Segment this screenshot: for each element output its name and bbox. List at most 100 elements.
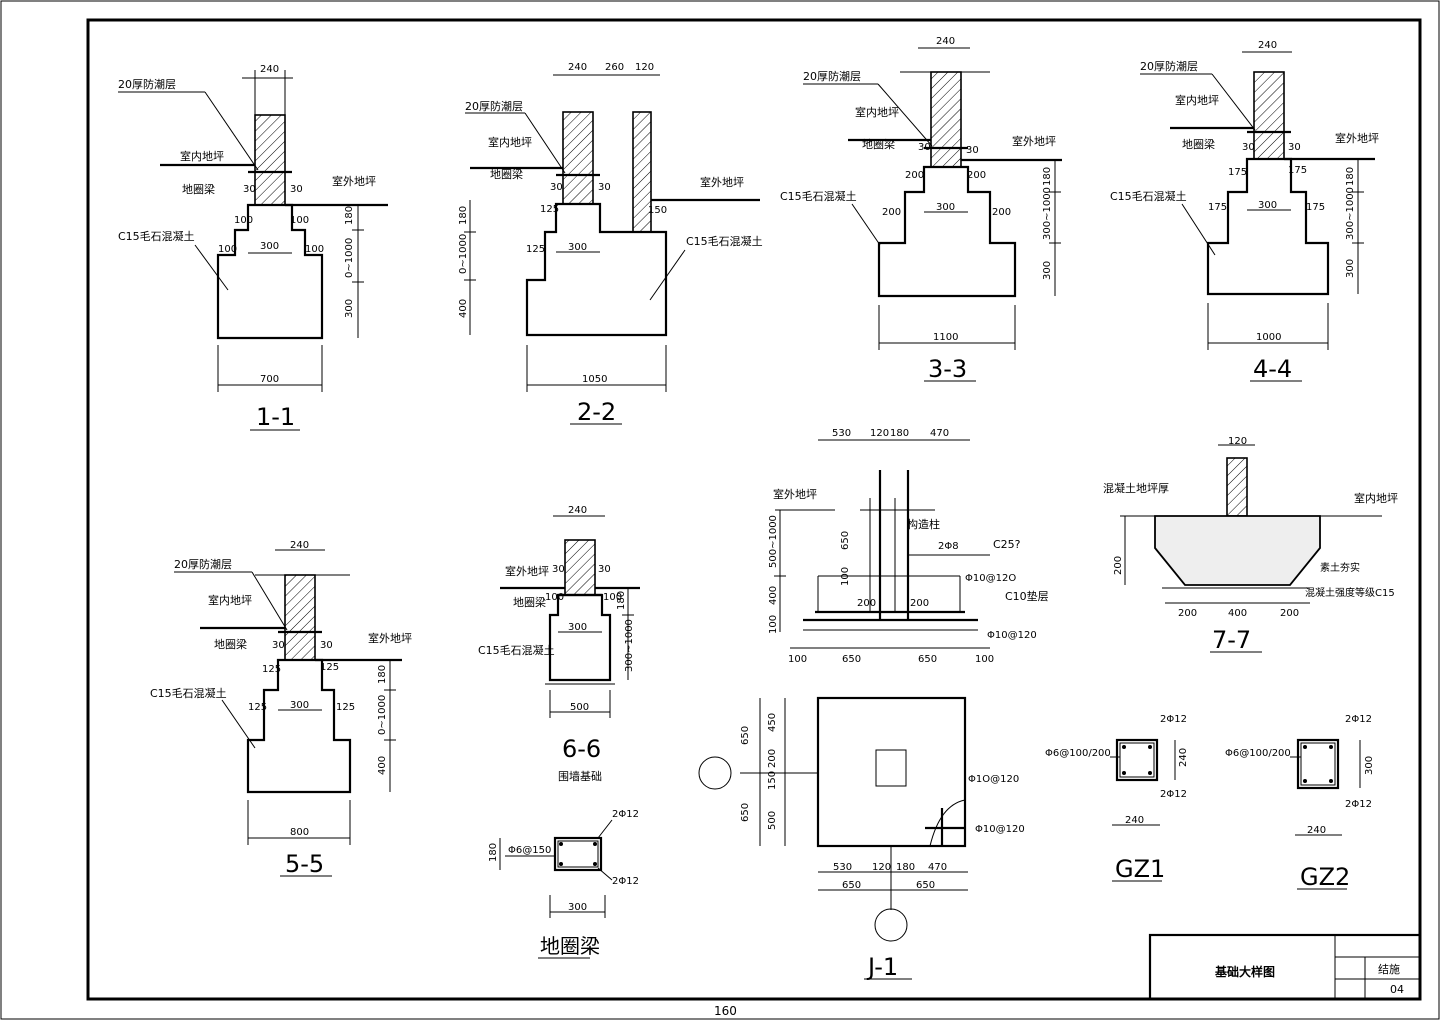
- svg-text:地圈梁: 地圈梁: [182, 182, 215, 196]
- svg-text:300: 300: [568, 902, 587, 913]
- svg-text:300: 300: [260, 241, 279, 252]
- section-title-j1: J-1: [866, 953, 898, 981]
- svg-text:400: 400: [458, 299, 469, 318]
- ground-beam-detail: 2Φ12 2Φ12 Φ6@150 180 300 地圈梁: [488, 809, 639, 959]
- svg-text:30: 30: [966, 145, 979, 156]
- svg-text:470: 470: [928, 862, 947, 873]
- svg-text:240: 240: [568, 505, 587, 516]
- axis-bubble-bottom: [874, 908, 908, 942]
- section-6-6: 240 室外地坪 地圈梁 30 30 100 100 300 C15毛石混凝土 …: [478, 505, 640, 783]
- svg-text:180: 180: [1042, 167, 1053, 186]
- svg-text:175: 175: [1288, 165, 1307, 176]
- svg-text:200: 200: [992, 207, 1011, 218]
- svg-text:200: 200: [767, 749, 778, 768]
- svg-text:2Φ12: 2Φ12: [612, 876, 639, 887]
- svg-text:200: 200: [1178, 608, 1197, 619]
- svg-text:125: 125: [540, 204, 559, 215]
- svg-text:1100: 1100: [933, 332, 958, 343]
- section-title-3-3: 3-3: [928, 355, 967, 383]
- svg-text:Φ6@100/200: Φ6@100/200: [1225, 748, 1291, 759]
- svg-text:150: 150: [648, 205, 667, 216]
- svg-text:125: 125: [248, 702, 267, 713]
- svg-text:30: 30: [1288, 142, 1301, 153]
- svg-text:室内地坪: 室内地坪: [488, 135, 532, 149]
- svg-text:200: 200: [1280, 608, 1299, 619]
- svg-text:C15毛石混凝土: C15毛石混凝土: [1110, 189, 1187, 203]
- svg-text:30: 30: [552, 564, 565, 575]
- svg-text:180: 180: [488, 843, 499, 862]
- svg-text:30: 30: [918, 142, 931, 153]
- svg-text:素土夯实: 素土夯实: [1320, 561, 1360, 574]
- svg-text:200: 200: [905, 170, 924, 181]
- sheet-type: 结施: [1378, 963, 1400, 976]
- svg-text:300: 300: [568, 242, 587, 253]
- svg-text:120: 120: [872, 862, 891, 873]
- wall-foundation-title: 围墙基础: [558, 769, 602, 783]
- svg-text:地圈梁: 地圈梁: [513, 595, 546, 609]
- svg-text:400: 400: [768, 586, 779, 605]
- svg-text:300: 300: [1345, 259, 1356, 278]
- svg-text:300: 300: [344, 299, 355, 318]
- c15-label-1: C15毛石混凝土: [118, 229, 195, 243]
- svg-text:30: 30: [598, 182, 611, 193]
- svg-text:180: 180: [1345, 167, 1356, 186]
- svg-text:30: 30: [320, 640, 333, 651]
- svg-text:20厚防潮层: 20厚防潮层: [1140, 59, 1198, 73]
- section-title-gz1: GZ1: [1115, 855, 1165, 883]
- svg-text:Φ6@100/200: Φ6@100/200: [1045, 748, 1111, 759]
- svg-text:Φ10@12O: Φ10@12O: [965, 573, 1016, 584]
- svg-text:240: 240: [568, 62, 587, 73]
- section-2-2: 240 260 120 20厚防潮层 室内地坪 地圈梁 室外地坪 30 30 1…: [458, 62, 763, 426]
- svg-text:300: 300: [568, 622, 587, 633]
- section-title-7-7: 7-7: [1212, 626, 1251, 654]
- svg-text:150: 150: [767, 771, 778, 790]
- svg-text:100: 100: [545, 592, 564, 603]
- column-gz1: 2Φ12 2Φ12 Φ6@100/200 240 240 GZ1: [1045, 714, 1189, 883]
- svg-text:100: 100: [975, 654, 994, 665]
- svg-text:200: 200: [882, 207, 901, 218]
- svg-text:Φ6@150: Φ6@150: [508, 845, 551, 856]
- svg-text:20厚防潮层: 20厚防潮层: [465, 99, 523, 113]
- svg-text:125: 125: [262, 664, 281, 675]
- section-j1-plan: Φ1O@120 Φ10@120 650 650 450 200 150 500 …: [698, 696, 1025, 981]
- svg-text:300: 300: [290, 700, 309, 711]
- svg-text:530: 530: [833, 862, 852, 873]
- title-block: 基础大样图 结施 04: [1148, 933, 1422, 1001]
- section-5-5: 240 20厚防潮层 室内地坪 地圈梁 室外地坪 30 30 125 125 1…: [150, 540, 412, 878]
- svg-text:100: 100: [290, 215, 309, 226]
- svg-text:室外地坪: 室外地坪: [1012, 134, 1056, 148]
- svg-text:650: 650: [740, 803, 751, 822]
- section-j1-elevation: 530 120 180 470 室外地坪 构造柱 2Φ8 C25? Φ10@12…: [768, 428, 1049, 665]
- svg-text:2Φ12: 2Φ12: [612, 809, 639, 820]
- svg-text:100: 100: [768, 615, 779, 634]
- svg-text:2Φ8: 2Φ8: [938, 541, 959, 552]
- svg-text:650: 650: [740, 726, 751, 745]
- section-4-4: 240 20厚防潮层 室内地坪 地圈梁 室外地坪 30 30 175 175 1…: [1110, 40, 1379, 383]
- section-title-5-5: 5-5: [285, 850, 324, 878]
- svg-text:450: 450: [767, 713, 778, 732]
- svg-text:C25?: C25?: [993, 538, 1021, 551]
- svg-text:室内地坪: 室内地坪: [855, 105, 899, 119]
- svg-text:2Φ12: 2Φ12: [1160, 789, 1187, 800]
- svg-text:240: 240: [290, 540, 309, 551]
- svg-text:30: 30: [598, 564, 611, 575]
- section-title-4-4: 4-4: [1253, 355, 1292, 383]
- svg-text:400: 400: [377, 756, 388, 775]
- svg-text:650: 650: [840, 531, 851, 550]
- svg-text:C15毛石混凝土: C15毛石混凝土: [780, 189, 857, 203]
- svg-text:300~1000: 300~1000: [624, 619, 635, 672]
- ground-beam-title: 地圈梁: [540, 934, 600, 958]
- svg-text:室外地坪: 室外地坪: [505, 564, 549, 578]
- svg-text:混凝土强度等级C15: 混凝土强度等级C15: [1305, 586, 1395, 599]
- svg-text:800: 800: [290, 827, 309, 838]
- svg-text:1000: 1000: [1256, 332, 1281, 343]
- section-title-6-6: 6-6: [562, 735, 601, 763]
- svg-text:200: 200: [1113, 556, 1124, 575]
- svg-text:30: 30: [272, 640, 285, 651]
- svg-text:100: 100: [234, 215, 253, 226]
- svg-text:室外地坪: 室外地坪: [773, 487, 817, 501]
- svg-text:30: 30: [1242, 142, 1255, 153]
- svg-text:地圈梁: 地圈梁: [1182, 137, 1215, 151]
